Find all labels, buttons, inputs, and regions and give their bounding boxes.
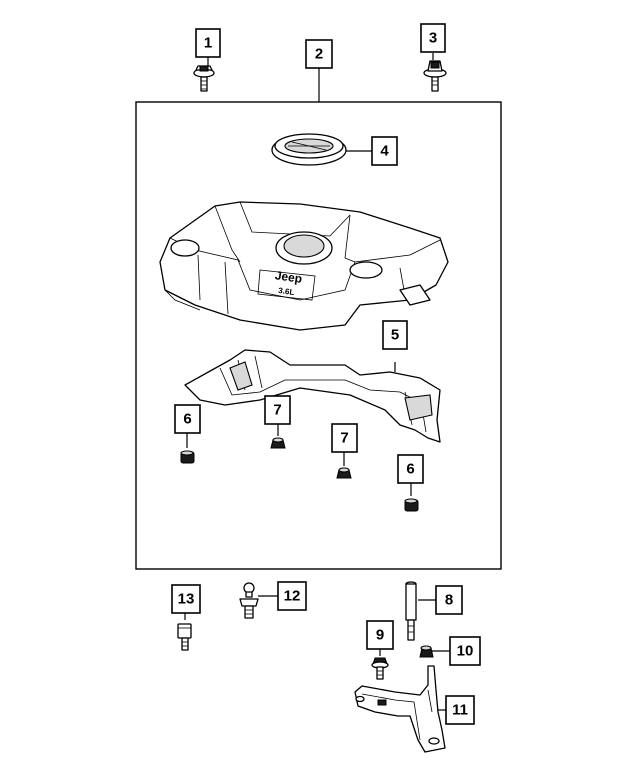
engine-cover-part-2: Jeep 3.6L [159, 201, 449, 331]
callout-7b: 7 [331, 423, 358, 453]
assembly-frame [135, 101, 502, 570]
callout-label: 8 [445, 592, 453, 609]
nut-part-7a [270, 422, 286, 449]
callout-label: 11 [452, 702, 468, 719]
bracket-part-11 [354, 665, 446, 753]
callout-label: 3 [429, 30, 437, 47]
callout-label: 1 [204, 35, 212, 52]
cap-part-4 [271, 133, 372, 166]
callout-label: 2 [315, 46, 323, 63]
callout-label: 6 [183, 411, 191, 428]
bracket-part-5 [184, 349, 441, 443]
callout-11: 11 [445, 695, 475, 725]
stud-part-8 [405, 581, 436, 641]
nut-part-7b [336, 450, 352, 479]
callout-6a: 6 [174, 404, 201, 434]
callout-label: 4 [380, 143, 389, 160]
bolt-part-3 [423, 53, 447, 92]
callout-3: 3 [420, 23, 446, 53]
callout-1: 1 [195, 28, 221, 58]
callout-label: 12 [284, 588, 301, 605]
callout-12: 12 [277, 581, 307, 611]
nut-part-10 [419, 645, 450, 658]
callout-9: 9 [366, 620, 394, 650]
callout-label: 10 [457, 643, 474, 660]
stud-part-13 [177, 613, 192, 651]
cover-logo-text: Jeep [274, 268, 303, 286]
callout-label: 6 [406, 461, 414, 478]
callout-7a: 7 [264, 395, 291, 425]
bolt-part-1 [193, 57, 215, 92]
callout-6b: 6 [397, 454, 424, 484]
callout-label: 9 [376, 627, 384, 644]
callout-label: 7 [340, 430, 348, 447]
callout-label: 7 [273, 402, 281, 419]
callout-label: 13 [178, 591, 195, 608]
nut-part-6b [404, 481, 419, 512]
callout-label: 5 [391, 327, 399, 344]
callout-10: 10 [449, 636, 481, 666]
nut-part-6a [180, 432, 195, 464]
callout-4: 4 [371, 136, 398, 166]
callout-5: 5 [382, 320, 408, 350]
cover-engine-text: 3.6L [278, 286, 295, 297]
callout-13: 13 [171, 584, 201, 614]
bolt-part-9 [371, 649, 389, 680]
callout-8: 8 [435, 585, 463, 615]
ball-stud-part-12 [239, 582, 278, 619]
callout-2: 2 [305, 39, 333, 69]
